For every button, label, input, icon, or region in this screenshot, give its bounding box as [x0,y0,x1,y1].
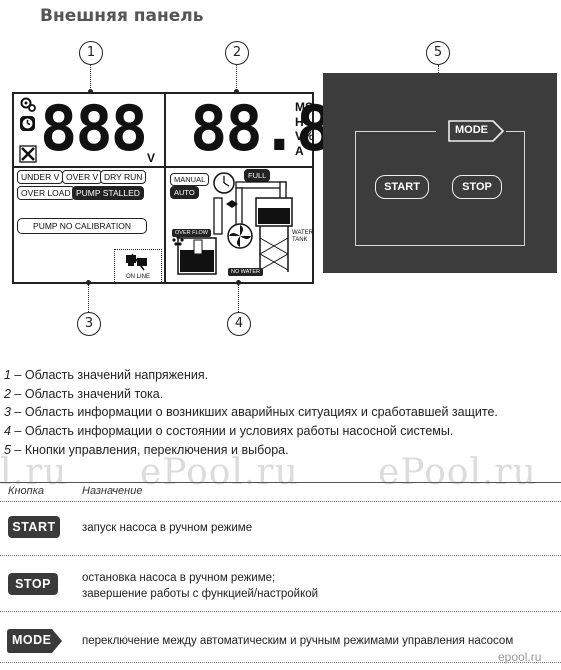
callout-4-dot [236,280,241,285]
site-logo: epool.ru [498,650,542,664]
table-header-rule [0,501,561,502]
table-row-stop-desc-line2: завершение работы с функцией/настройкой [82,588,319,600]
alarm-under-v: UNDER V [17,170,64,184]
legend-list: 1 – Область значений напряжения. 2 – Обл… [4,366,559,460]
lcd-divider-vertical [164,92,166,284]
water-tank-label-line2: TANK [292,237,308,243]
legend-num-4: 4 [4,424,11,439]
voltage-readout: 888 [40,92,148,165]
water-tank-label: WATER TANK [292,230,313,244]
callout-2: 2 [225,41,249,65]
table-top-rule [0,482,561,483]
mode-manual-tag: MANUAL [170,173,210,186]
legend-item-2: 2 – Область значений тока. [4,385,559,404]
legend-text-4: – Область информации о состоянии и услов… [10,424,454,439]
stop-button[interactable]: STOP [452,175,502,199]
alarm-pump-stalled: PUMP STALLED [72,186,144,200]
online-icon [126,253,147,271]
legend-item-1: 1 – Область значений напряжения. [4,366,559,385]
callout-1-leader [90,65,91,92]
watermark-3: ePool.ru [378,452,537,493]
table-stop-button: STOP [8,573,58,595]
lcd-divider-horizontal [12,166,314,168]
unit-a: A [295,143,304,158]
water-tank-icon [255,197,293,272]
callout-4-leader [238,284,239,312]
callout-5: 5 [426,41,450,65]
callout-3-dot [86,280,91,285]
water-tank-label-line1: WATER [292,230,313,236]
timer-icon [20,116,35,131]
table-row-rule-1 [0,555,561,556]
watermark-2: ePool.ru [140,452,299,493]
voltage-unit: V [147,151,156,165]
unit-v-percent: V% [295,129,314,143]
tank-full-tag: FULL [244,169,271,182]
legend-item-4: 4 – Область информации о состоянии и усл… [4,422,559,441]
online-indicator [114,249,162,284]
pump-fan-icon [227,223,253,249]
clock-icon [213,172,235,194]
tools-icon [19,145,37,163]
start-button[interactable]: START [375,175,429,199]
table-header-button: Кнопка [8,485,45,497]
legend-item-5: 5 – Кнопки управления, переключения и вы… [4,441,559,460]
watermark-1: l.ru [0,452,68,493]
gears-icon [20,97,36,112]
table-row-mode-desc: переключение между автоматическим и ручн… [82,635,514,647]
online-label: ON LINE [126,274,151,280]
callout-1-dot [88,89,93,94]
current-units: MS H V% A [295,100,314,158]
well-icon [177,237,217,275]
no-water-tag: NO WATER [228,268,264,276]
lcd-status-icons [19,97,37,163]
unit-ms: MS [295,100,313,114]
table-row-stop-desc: остановка насоса в ручном режиме; заверш… [82,570,318,602]
pump-system-diagram [172,172,293,275]
mode-button[interactable]: MODE [455,124,488,136]
table-row-rule-2 [0,611,561,612]
legend-text-5: – Кнопки управления, переключения и выбо… [10,442,289,457]
legend-item-3: 3 – Область информации о возникших авари… [4,403,559,422]
valve-icon [226,200,238,208]
table-row-stop-desc-line1: остановка насоса в ручном режиме; [82,572,276,584]
legend-text-3: – Область информации о возникших аварийн… [10,405,498,420]
table-header-purpose: Назначение [82,485,143,497]
legend-text-1: – Область значений напряжения. [10,368,209,382]
legend-text-2: – Область значений тока. [10,386,164,401]
table-mode-button-shape [7,629,62,653]
legend-num-1: 1 [4,368,11,382]
callout-3-leader [88,284,89,312]
table-start-button: START [8,516,60,538]
unit-h: H [295,114,304,129]
mode-auto-tag: AUTO [170,186,199,199]
callout-2-dot [234,89,239,94]
legend-num-3: 3 [4,405,11,420]
legend-num-2: 2 [4,386,11,401]
table-row-rule-3 [0,662,561,663]
overflow-tag: OVER FLOW [172,229,212,237]
callout-3: 3 [77,312,101,336]
control-panel [323,73,557,273]
alarm-dry-run: DRY RUN [100,170,147,184]
legend-num-5: 5 [4,442,11,457]
page-title: Внешняя панель [40,6,204,26]
alarm-over-load: OVER LOAD [17,186,75,200]
table-row-start-desc: запуск насоса в ручном режиме [82,522,253,534]
alarm-pump-no-calibration: PUMP NO CALIBRATION [17,218,147,234]
callout-2-leader [236,65,237,92]
callout-1: 1 [79,41,103,65]
callout-4: 4 [227,312,251,336]
alarm-over-v: OVER V [62,170,103,184]
table-mode-button: MODE [12,633,52,647]
current-readout: 88.8 [190,92,333,165]
